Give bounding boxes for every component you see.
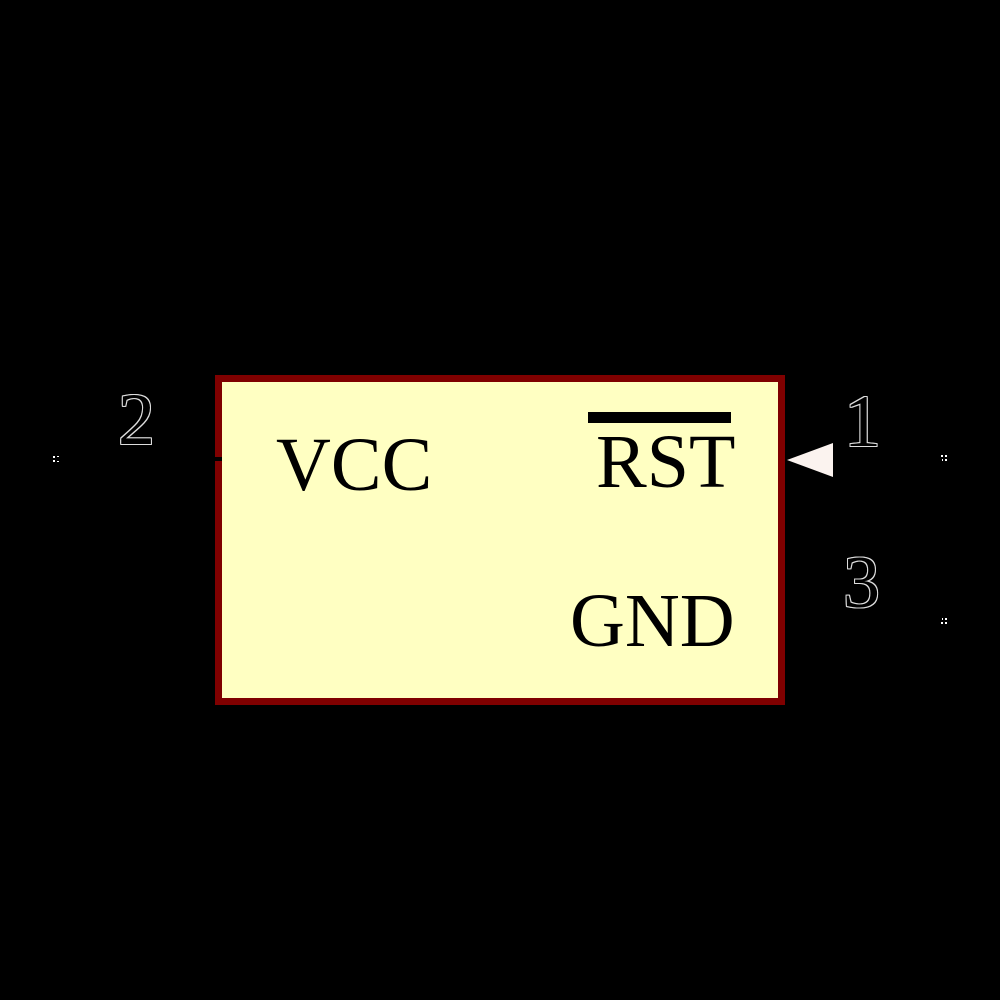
pin1-wire[interactable] xyxy=(785,458,942,462)
pin3-wire[interactable] xyxy=(785,618,942,622)
pin3-endpoint-marker xyxy=(941,618,943,620)
pin3-label-gnd[interactable]: GND xyxy=(570,579,735,663)
pin1-label-rst[interactable]: RST xyxy=(596,420,736,504)
pin1-number[interactable]: 1 xyxy=(844,381,881,463)
pin2-number[interactable]: 2 xyxy=(118,379,155,461)
pin2-endpoint-marker xyxy=(53,456,55,458)
pin2-label-vcc[interactable]: VCC xyxy=(276,423,433,507)
pin1-input-arrow-icon xyxy=(787,443,833,477)
pin2-wire[interactable] xyxy=(56,457,222,461)
pin1-endpoint-marker xyxy=(941,455,943,457)
pin3-number[interactable]: 3 xyxy=(843,542,880,624)
symbol-body[interactable] xyxy=(215,375,785,705)
rst-active-low-overbar xyxy=(588,412,731,423)
